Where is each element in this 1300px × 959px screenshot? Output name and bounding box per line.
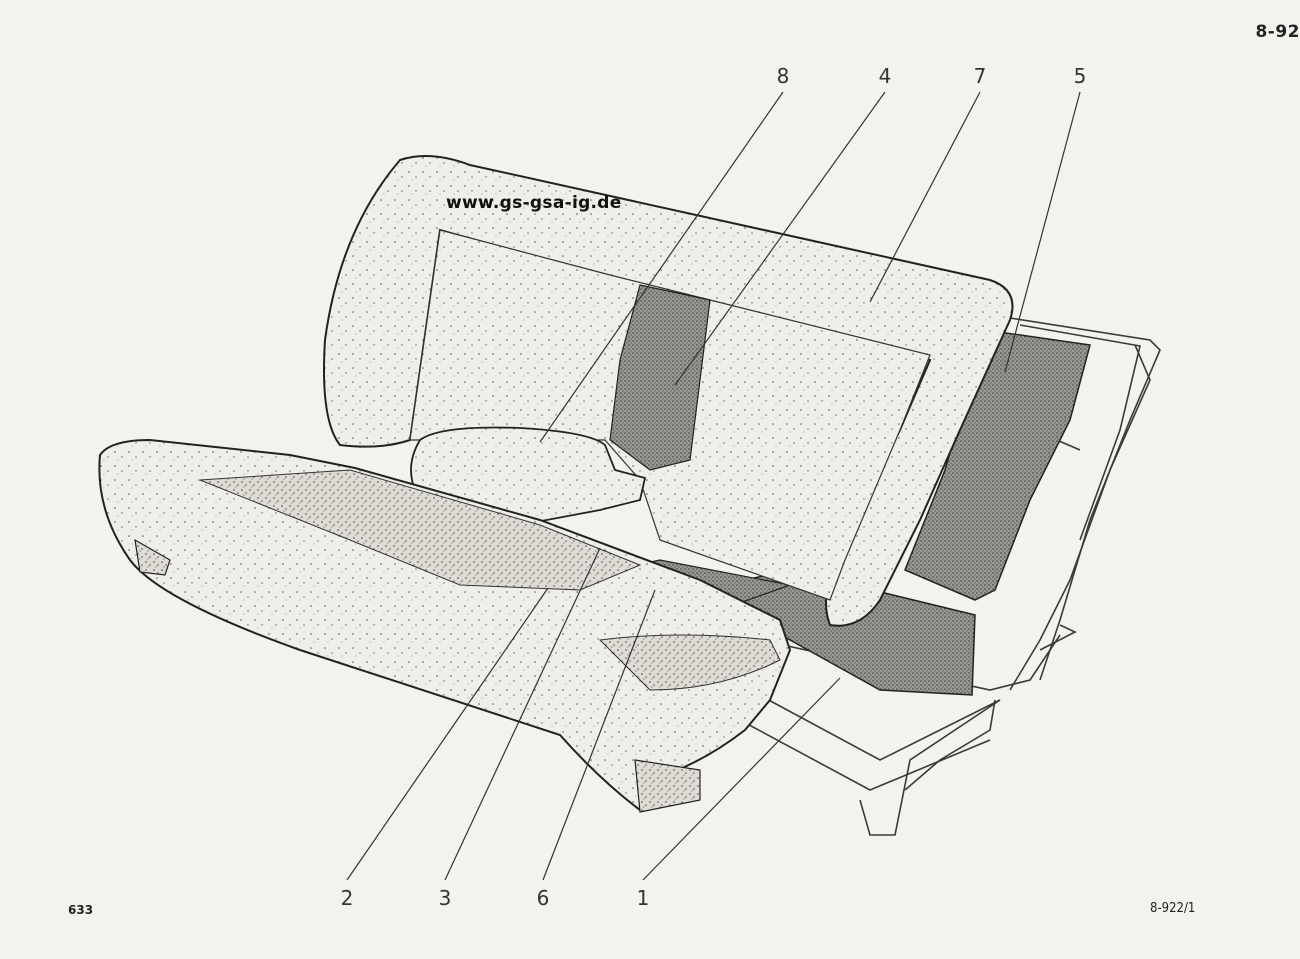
seat-leg-right: [634, 759, 701, 813]
leader-lines: [346, 91, 1081, 881]
callout-4: 4: [878, 64, 892, 88]
seat-front-edge: [598, 634, 781, 691]
watermark-url: www.gs-gsa-ig.de: [446, 193, 622, 213]
seat-cushion-inner: [199, 469, 642, 591]
figure-code: 8-922/1: [1150, 901, 1196, 916]
callout-7: 7: [973, 64, 987, 88]
page-reference: 8-92: [1255, 22, 1300, 42]
callout-3: 3: [438, 886, 452, 910]
callout-8: 8: [776, 64, 790, 88]
seat-cushion-2: [98, 438, 792, 812]
callout-5: 5: [1073, 64, 1087, 88]
page-number: 633: [68, 903, 94, 917]
backrest-felt-5: [904, 329, 1091, 601]
callout-2: 2: [340, 886, 354, 910]
backrest-felt-4: [609, 284, 711, 471]
callout-6: 6: [536, 886, 550, 910]
callout-1: 1: [636, 886, 650, 910]
seat-leg-left: [134, 538, 171, 576]
